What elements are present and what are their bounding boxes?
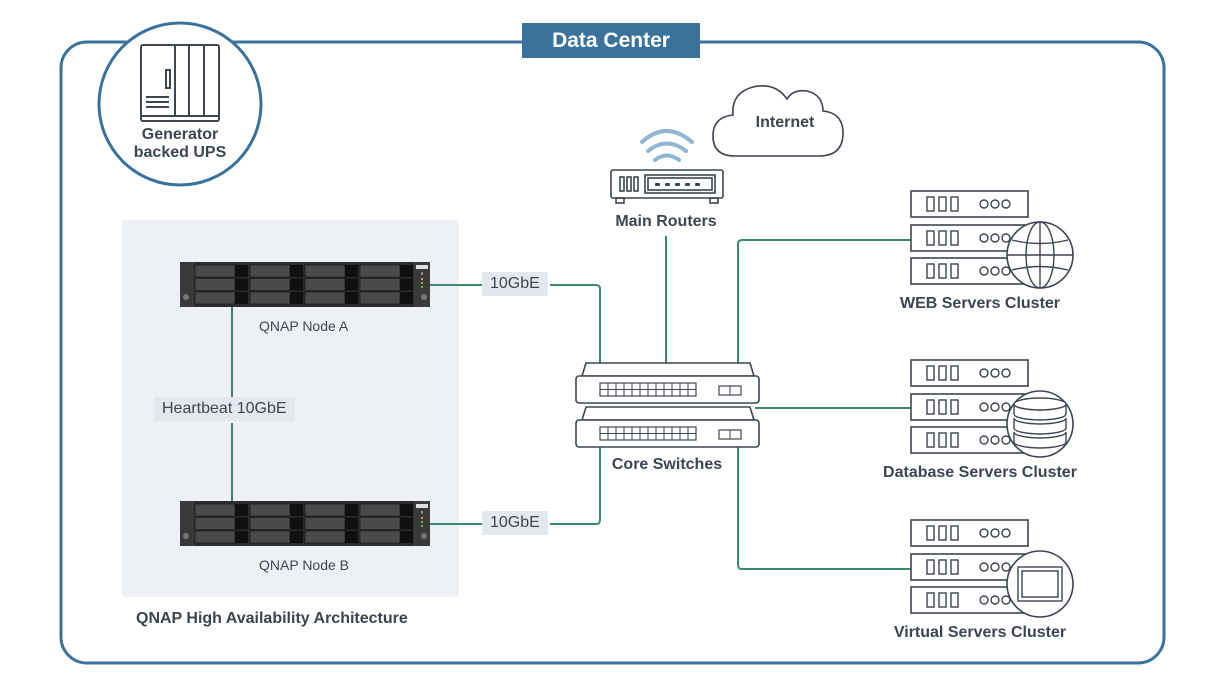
drive-bay [304, 278, 346, 291]
drive-bay [304, 264, 346, 278]
ups-label-line2: backed UPS [133, 144, 227, 161]
drive-latch [400, 278, 413, 291]
core-switch-bottom [575, 406, 760, 448]
link-node-b-switch [550, 447, 601, 525]
drive-latch [290, 531, 303, 543]
drive-bay [249, 530, 291, 544]
drive-latch [400, 517, 413, 530]
drive-latch [400, 504, 413, 516]
drive-latch [290, 278, 303, 291]
drive-bay [249, 264, 291, 278]
virtual-machine-icon [1006, 550, 1074, 618]
virtual-servers-cluster-icon [910, 519, 1074, 618]
drive-latch [235, 278, 248, 291]
drive-latch [290, 504, 303, 516]
ups-cabinet-icon [140, 44, 220, 122]
drive-latch [345, 278, 358, 291]
router-label: Main Routers [615, 213, 717, 230]
link-virtual-cluster [737, 447, 911, 570]
qnap-node-b-device [180, 501, 430, 546]
drive-bay [249, 503, 291, 517]
drive-latch [345, 517, 358, 530]
drive-bay [249, 278, 291, 291]
ups-badge [97, 21, 263, 187]
drive-bay [249, 517, 291, 530]
ups-label-line1: Generator [141, 126, 219, 143]
drive-bay [194, 530, 236, 544]
wifi-icon [640, 129, 694, 162]
drive-bay [359, 503, 401, 517]
qnap-node-a-device [180, 262, 430, 307]
drive-bay [359, 517, 401, 530]
drive-bay [304, 530, 346, 544]
drive-latch [400, 531, 413, 543]
drive-bay [359, 278, 401, 291]
diagram-title: Data Center [522, 23, 700, 58]
drive-latch [235, 265, 248, 277]
drive-bay [194, 264, 236, 278]
web-servers-cluster-icon [910, 190, 1074, 289]
drive-latch [235, 292, 248, 304]
globe-icon [1006, 221, 1074, 289]
router-icon [610, 169, 724, 204]
network-switch-icon [575, 362, 760, 448]
drive-bay [194, 503, 236, 517]
drive-bay [249, 291, 291, 305]
cluster-label-web: WEB Servers Cluster [899, 295, 1061, 312]
internet-label: Internet [755, 114, 815, 131]
drive-bay [304, 503, 346, 517]
cluster-label-virtual: Virtual Servers Cluster [893, 624, 1067, 641]
link-node-a-switch [550, 284, 601, 364]
ha-zone-label: QNAP High Availability Architecture [136, 610, 408, 627]
cloud-icon [712, 85, 844, 157]
drive-bay [359, 530, 401, 544]
drive-bay [359, 291, 401, 305]
node-b-label: QNAP Node B [259, 557, 350, 573]
link-web-cluster [737, 239, 911, 364]
drive-bay [304, 291, 346, 305]
drive-latch [345, 292, 358, 304]
drive-latch [345, 504, 358, 516]
drive-bay [304, 517, 346, 530]
drive-latch [400, 265, 413, 277]
drive-latch [345, 531, 358, 543]
drive-bay [194, 278, 236, 291]
drive-latch [290, 265, 303, 277]
switch-label: Core Switches [611, 456, 723, 473]
core-switch-top [575, 362, 760, 404]
drive-latch [235, 504, 248, 516]
cluster-label-db: Database Servers Cluster [883, 464, 1077, 481]
links [231, 236, 911, 570]
node-a-label: QNAP Node A [259, 318, 349, 334]
database-icon [1006, 390, 1074, 458]
drive-bay [194, 517, 236, 530]
link-b-tag: 10GbE [482, 511, 548, 535]
drive-latch [400, 292, 413, 304]
drive-latch [345, 265, 358, 277]
drive-bay [194, 291, 236, 305]
drive-latch [290, 292, 303, 304]
heartbeat-tag: Heartbeat 10GbE [154, 397, 295, 421]
drive-latch [235, 517, 248, 530]
drive-bay [359, 264, 401, 278]
drive-latch [235, 531, 248, 543]
drive-latch [290, 517, 303, 530]
link-a-tag: 10GbE [482, 272, 548, 296]
database-servers-cluster-icon [910, 359, 1074, 458]
ups-label: Generator backed UPS [120, 126, 240, 162]
